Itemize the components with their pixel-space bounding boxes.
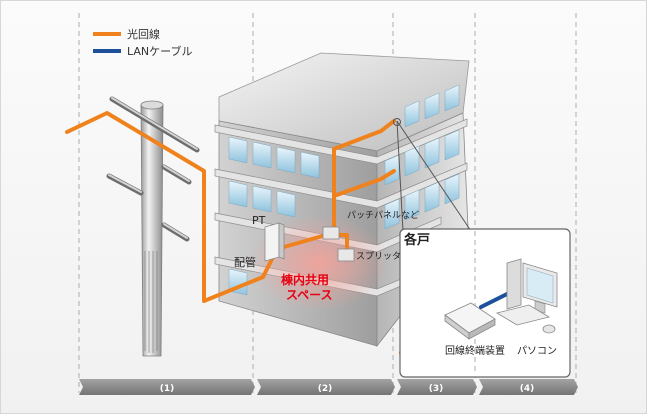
legend-lan-label: LANケーブル: [127, 44, 192, 58]
onu-device: [444, 302, 496, 340]
shared-space-label-line2: スペース: [286, 288, 333, 302]
section-bar: (1) (2) (3) (4): [79, 379, 578, 395]
callout-lines: [396, 120, 472, 232]
pc-label: パソコン: [517, 345, 557, 357]
patch-panel-label: パッチパネルなど: [347, 210, 419, 221]
section-2-arrow: [257, 379, 395, 395]
section-2-label: (2): [318, 384, 333, 394]
utility-pole: [106, 96, 200, 357]
legend: 光回線 LANケーブル: [93, 27, 192, 58]
section-3-label: (3): [429, 384, 444, 394]
section-3-arrow: [397, 379, 477, 395]
pt-box: [264, 222, 285, 262]
shared-space-label-line1: 棟内共用: [281, 272, 329, 287]
legend-fiber-label: 光回線: [127, 27, 160, 41]
pipe-label: 配管: [234, 255, 256, 269]
section-4-label: (4): [520, 384, 535, 394]
each-unit-label: 各戸: [403, 232, 430, 248]
section-1-label: (1): [160, 384, 175, 394]
section-4-arrow: [479, 379, 578, 395]
pt-label: PT: [252, 214, 266, 227]
pc-icon: [495, 258, 558, 334]
patch-panel: [322, 226, 355, 262]
lan-cable: [479, 291, 511, 309]
splitter-label: スプリッタ: [356, 251, 401, 262]
section-1-arrow: [79, 379, 255, 395]
callout-point: [393, 118, 401, 126]
onu-label: 回線終端装置: [445, 344, 505, 357]
